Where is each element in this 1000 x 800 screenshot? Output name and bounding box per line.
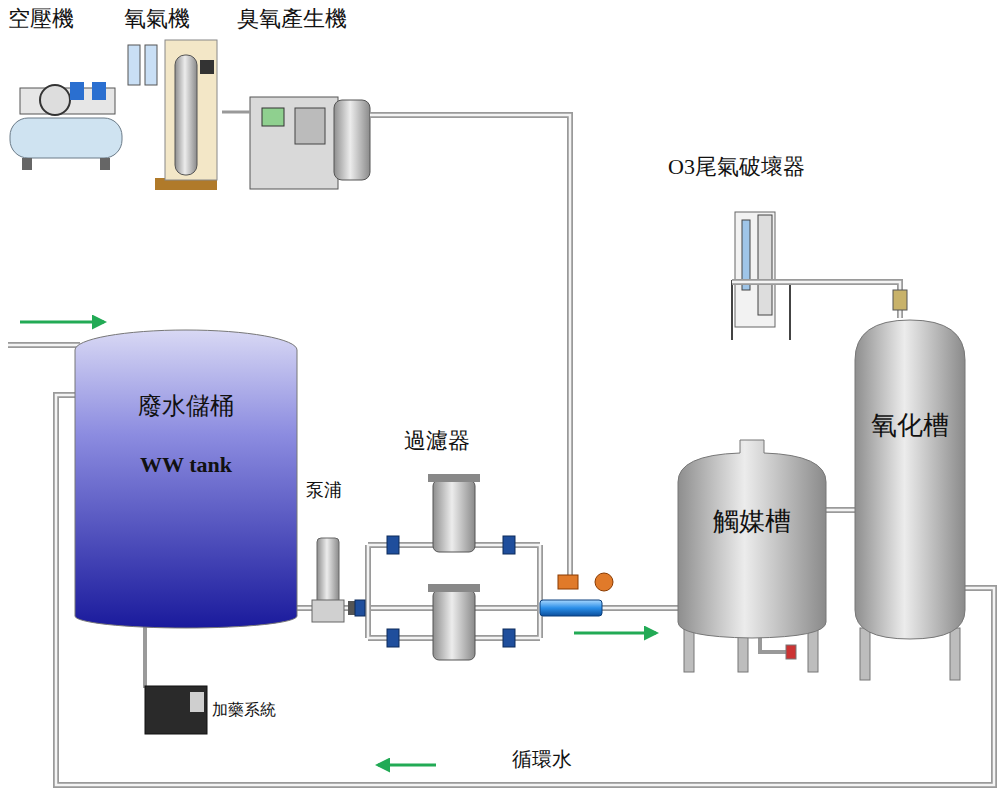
ozone-line [370,115,570,578]
catalyst-tank-outline [678,440,826,640]
tank-cylinder-shape [75,330,297,628]
tank-name: 廢水儲桶 [138,390,234,422]
equipment-label: 氧氣機 [124,4,190,34]
flow-arrow [574,632,656,635]
pipe-outer [826,507,855,513]
valve [355,536,515,647]
flow-arrow [378,764,436,767]
edge-label: 循環水 [512,746,572,773]
oxidation-tank-shape [855,320,965,639]
pipe-connector [826,510,855,511]
equipment-label: 過濾器 [404,426,470,456]
equipment-label: 空壓機 [8,4,74,34]
catalyst-tank-shape [678,440,826,638]
ozone-generator [222,97,370,189]
filter-housing [428,474,480,660]
oxidation-tank: 氧化槽 [855,318,965,640]
inlet-pipe [8,345,80,346]
ozone-destructor [732,212,907,340]
equipment-label: 加藥系統 [212,700,276,721]
tank-name: 氧化槽 [871,408,949,443]
oxygen-generator [128,40,217,190]
tank-subtitle: WW tank [140,452,232,478]
tank-cylinder: 廢水儲桶 WW tank [75,328,297,628]
flow-arrow [20,321,104,324]
oxidation-tank-outline [855,318,965,640]
pipe-inner [826,509,855,512]
tank-name: 觸媒槽 [713,504,791,539]
ozone-injector [540,573,613,616]
equipment-label: 臭氧產生機 [237,4,347,34]
dosing-system [145,625,207,734]
equipment-label: 泵浦 [306,478,342,502]
catalyst-tank: 觸媒槽 [678,440,826,640]
air-compressor [10,82,122,170]
tank-cylinder-outline [75,328,297,628]
equipment-label: O3尾氣破壞器 [668,152,805,182]
